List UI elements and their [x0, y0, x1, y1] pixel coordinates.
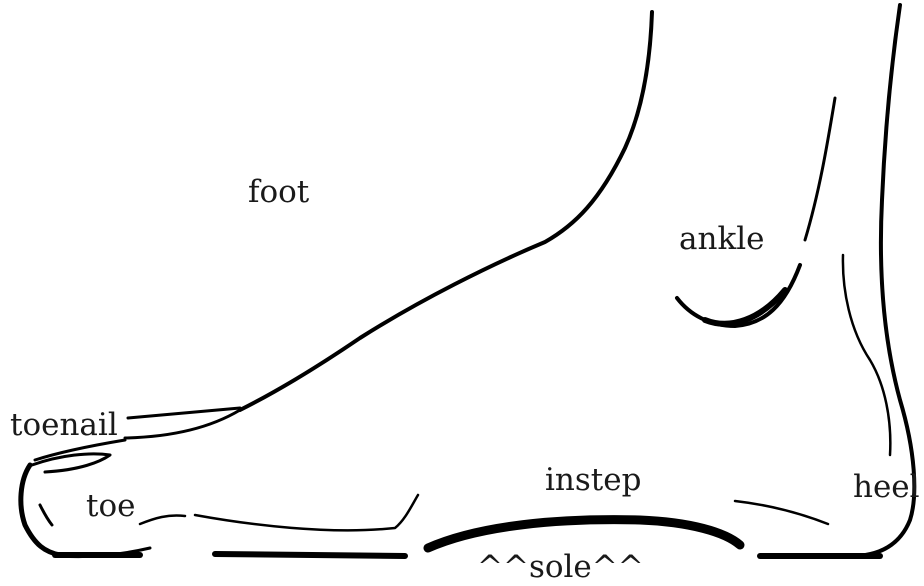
ankle-bone-shade	[705, 290, 785, 324]
toe-underside-line	[140, 515, 185, 524]
toe-tip-outline	[21, 465, 60, 555]
toenail-upper-line	[128, 408, 240, 418]
toe-top-line	[35, 440, 125, 460]
label-sole: ^^sole^^	[477, 552, 644, 583]
sole-arch-segment	[428, 520, 740, 548]
sole-ball-segment	[215, 554, 405, 556]
ball-of-foot-line	[195, 495, 418, 530]
label-heel: heel	[853, 472, 920, 503]
heel-pad-line	[735, 501, 828, 524]
label-ankle: ankle	[679, 224, 765, 255]
leg-front-outline	[240, 12, 652, 410]
label-toe: toe	[86, 491, 135, 522]
label-toenail: toenail	[10, 410, 118, 441]
achilles-line	[805, 98, 835, 240]
toe-crease	[40, 505, 52, 525]
label-instep: instep	[545, 465, 641, 496]
label-foot: foot	[248, 177, 309, 208]
